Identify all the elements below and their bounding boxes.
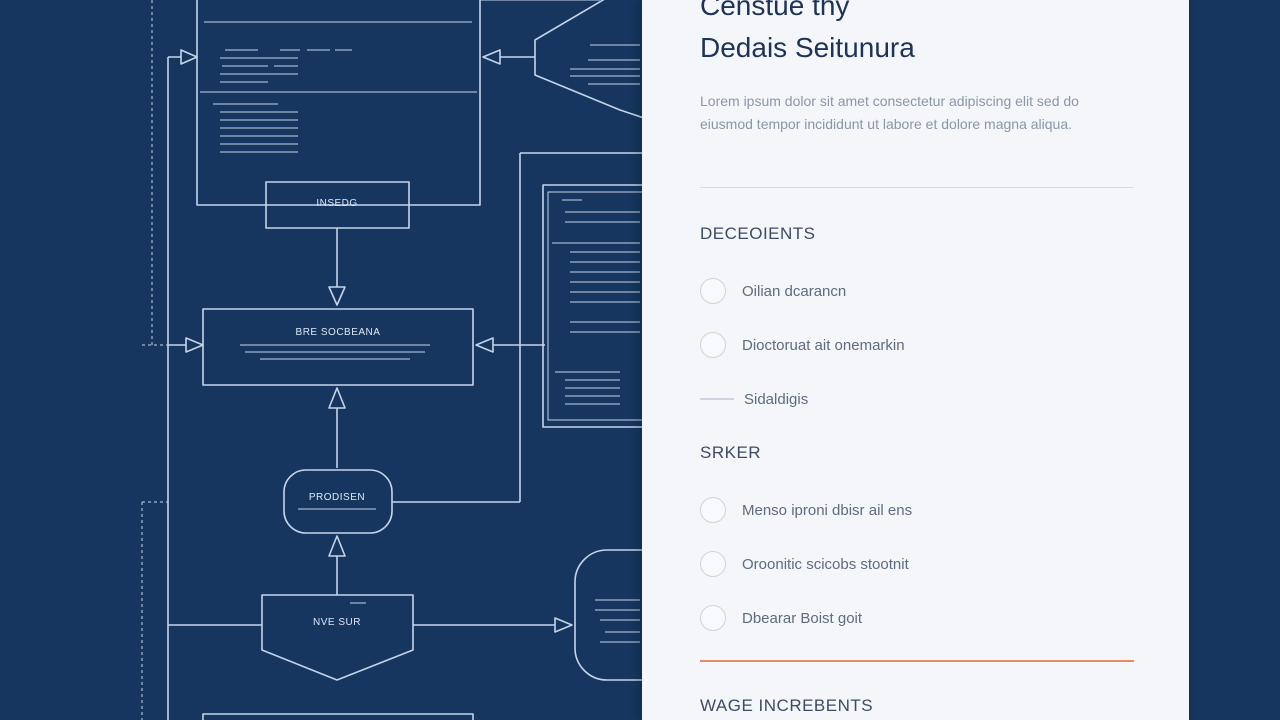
arrowhead <box>482 49 501 65</box>
panel-title-line1: Censtue thy <box>700 0 850 21</box>
shield-node <box>261 594 414 681</box>
option-oroonitic[interactable]: Oroonitic scicobs stootnit <box>700 549 909 579</box>
box-top-label: INSEDG <box>316 198 357 209</box>
arrowhead <box>328 286 346 306</box>
pill-node-label: PRODISEN <box>309 492 365 503</box>
box-bottom <box>202 713 474 720</box>
arrowhead <box>554 617 573 633</box>
document-block-right <box>542 184 654 428</box>
section-heading-srker: SRKER <box>700 443 762 462</box>
radio-icon[interactable] <box>700 605 726 631</box>
option-label: Dioctoruat ait onemarkin <box>742 336 905 354</box>
box-middle <box>202 308 474 386</box>
arrowhead <box>180 49 198 65</box>
option-label: Dbearar Boist goit <box>742 609 863 627</box>
arrowhead <box>328 387 346 409</box>
option-label: Menso iproni dbisr ail ens <box>742 501 913 519</box>
option-dbearar[interactable]: Dbearar Boist goit <box>700 603 862 633</box>
dash-icon <box>700 398 734 400</box>
option-label: Oilian dcarancn <box>742 282 847 300</box>
detail-panel: Censtue thy Dedais Seitunura Lorem ipsum… <box>642 0 1189 720</box>
document-block-top <box>196 0 481 206</box>
accent-divider <box>700 660 1134 662</box>
option-dioctoruat[interactable]: Dioctoruat ait onemarkin <box>700 330 905 360</box>
panel-description: Lorem ipsum dolor sit amet consectetur a… <box>700 93 1079 132</box>
box-middle-label: BRE SOCBEANA <box>296 327 381 338</box>
option-menso[interactable]: Menso iproni dbisr ail ens <box>700 495 912 525</box>
section-heading-decedients: DECEOIENTS <box>700 224 816 243</box>
option-label: Sidaldigis <box>744 390 809 408</box>
divider <box>700 187 1134 188</box>
radio-icon[interactable] <box>700 497 726 523</box>
shield-node-label: NVE SUR <box>313 617 361 628</box>
radio-icon[interactable] <box>700 332 726 358</box>
option-label: Oroonitic scicobs stootnit <box>742 555 909 573</box>
arrowhead <box>328 535 346 557</box>
arrowhead <box>475 337 494 353</box>
option-oilian[interactable]: Oilian dcarancn <box>700 276 846 306</box>
radio-icon[interactable] <box>700 278 726 304</box>
panel-title-line2: Dedais Seitunura <box>700 32 915 63</box>
radio-icon[interactable] <box>700 551 726 577</box>
section-heading-wage-increbents: WAGE INCREBENTS <box>700 696 874 715</box>
arrowhead <box>185 337 204 353</box>
option-sidaldigis[interactable]: Sidaldigis <box>700 384 808 414</box>
